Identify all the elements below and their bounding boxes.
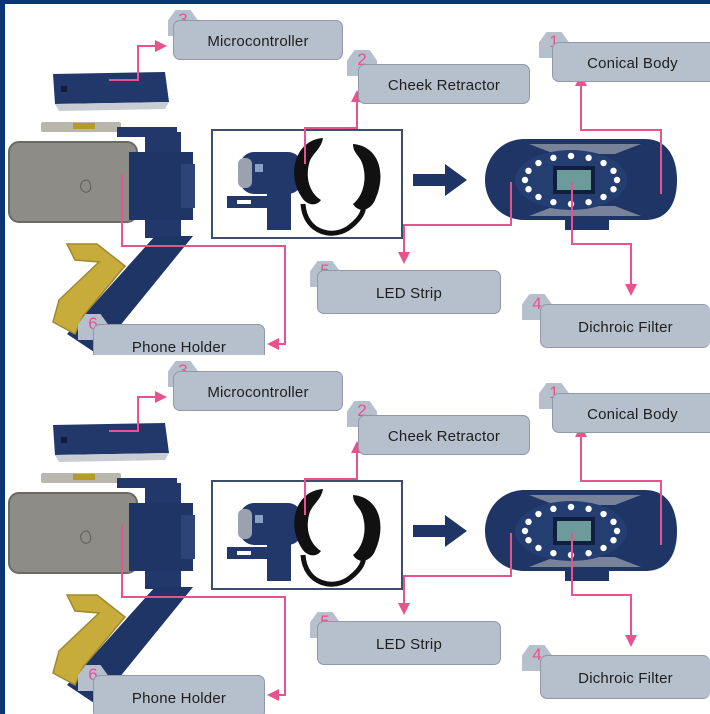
conical-body-led-ring-icon (485, 139, 677, 230)
label-text: Dichroic Filter (578, 319, 673, 336)
led-dot (567, 503, 575, 511)
led-dot (610, 536, 617, 544)
microcontroller-box-icon (53, 72, 169, 111)
label-phone-holder: Phone Holder (93, 675, 265, 714)
label-text: Phone Holder (131, 339, 227, 355)
led-dot (550, 198, 557, 206)
led-dot (600, 193, 607, 201)
led-dot (600, 510, 607, 518)
label-text: Cheek Retractor (387, 77, 501, 94)
led-dot (567, 152, 575, 160)
label-dichroic-filter: Dichroic Filter (540, 304, 710, 348)
led-dot (535, 193, 542, 201)
microcontroller-box-icon (53, 423, 169, 462)
leader-lines (109, 391, 662, 701)
led-dot (521, 527, 529, 535)
cheek-retractor-icon (227, 138, 381, 236)
led-dot (535, 510, 542, 518)
led-dot (610, 185, 617, 193)
label-cheek-retractor: Cheek Retractor (358, 64, 530, 104)
phone-holder-assembly-icon (8, 122, 195, 354)
right-arrow-icon (413, 164, 467, 196)
label-microcontroller: Microcontroller (173, 371, 343, 411)
led-dot (525, 167, 532, 175)
led-dot (600, 544, 607, 552)
label-led-strip: LED Strip (317, 621, 501, 665)
label-led-strip: LED Strip (317, 270, 501, 314)
led-dot (613, 176, 621, 184)
led-dot (585, 154, 592, 162)
led-dot (585, 505, 592, 513)
label-text: Cheek Retractor (387, 428, 501, 445)
label-microcontroller: Microcontroller (173, 20, 343, 60)
phone-icon (8, 141, 138, 223)
frame-left-border (0, 0, 5, 714)
label-text: LED Strip (376, 285, 442, 302)
conical-body-led-ring-icon (485, 490, 677, 581)
label-phone-holder: Phone Holder (93, 324, 265, 355)
led-dot (610, 167, 617, 175)
diagram-panel-bottom: 3 Microcontroller 2 Cheek Retractor 1 Co… (5, 355, 710, 714)
label-text: Dichroic Filter (578, 670, 673, 687)
led-dot (550, 505, 557, 513)
led-dot (525, 536, 532, 544)
label-text: Conical Body (587, 55, 678, 72)
label-conical-body: Conical Body (552, 42, 710, 82)
led-dot (550, 549, 557, 557)
label-text: Phone Holder (131, 690, 227, 707)
led-dot (600, 159, 607, 167)
led-dot (525, 518, 532, 526)
frame-top-border (0, 0, 710, 4)
leader-lines (109, 40, 662, 350)
label-text: Conical Body (587, 406, 678, 423)
led-dot (525, 185, 532, 193)
label-dichroic-filter: Dichroic Filter (540, 655, 710, 699)
diagram-panel-top: 3 Microcontroller 2 Cheek Retractor 1 Co… (5, 4, 710, 355)
cheek-retractor-icon (227, 489, 381, 587)
label-conical-body: Conical Body (552, 393, 710, 433)
label-text: Microcontroller (207, 33, 309, 50)
phone-icon (8, 492, 138, 574)
led-dot (550, 154, 557, 162)
label-text: Microcontroller (207, 384, 309, 401)
label-text: LED Strip (376, 636, 442, 653)
label-cheek-retractor: Cheek Retractor (358, 415, 530, 455)
led-dot (585, 198, 592, 206)
led-dot (585, 549, 592, 557)
right-arrow-icon (413, 515, 467, 547)
led-dot (535, 159, 542, 167)
led-dot (535, 544, 542, 552)
led-dot (613, 527, 621, 535)
led-dot (610, 518, 617, 526)
led-dot (521, 176, 529, 184)
